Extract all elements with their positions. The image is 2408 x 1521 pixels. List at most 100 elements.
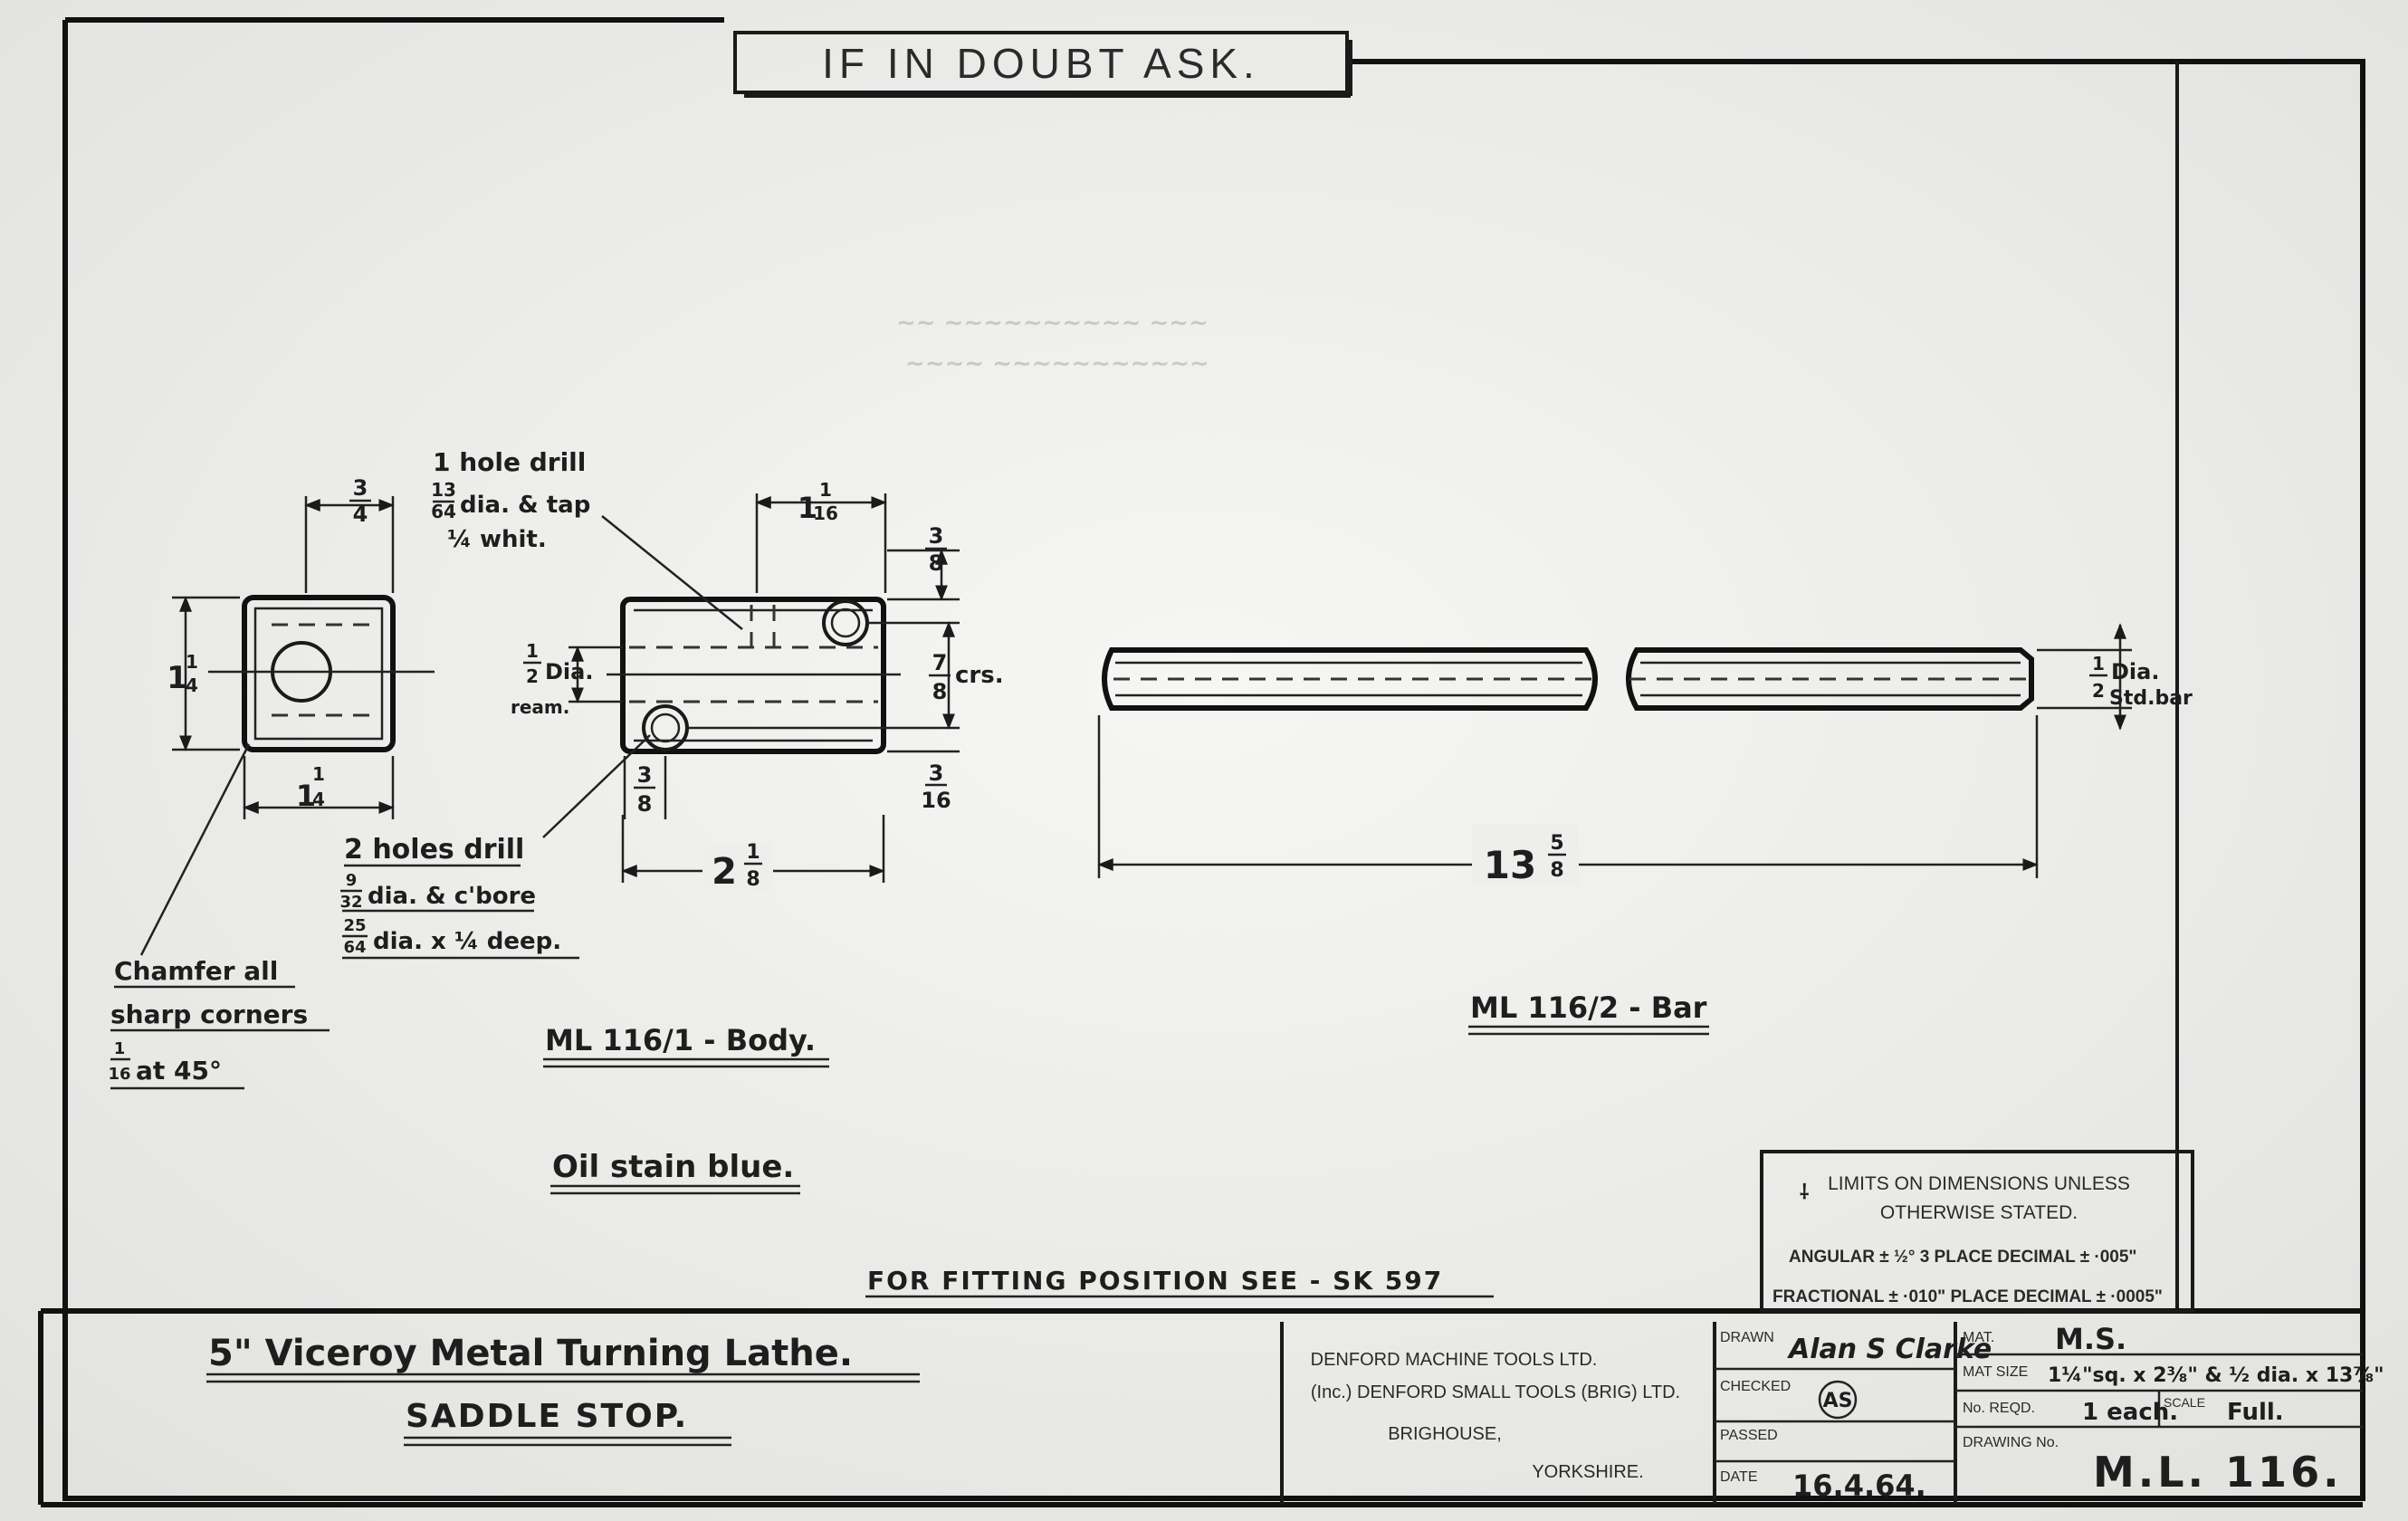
two-holes-den2: 64 bbox=[343, 938, 366, 957]
body-view: 1 1 16 3 8 7 8 crs. 3 16 1 2 Dia. ream. bbox=[511, 479, 1004, 893]
drawing-title: 5" Viceroy Metal Turning Lathe. bbox=[208, 1333, 853, 1374]
drawing-no-label: DRAWING No. bbox=[1963, 1435, 2059, 1450]
two-holes-num1: 9 bbox=[346, 871, 358, 890]
end-dim-left-whole: 1 bbox=[167, 660, 188, 696]
scale-label: SCALE bbox=[2164, 1395, 2205, 1410]
body-dim-top-whole: 1 bbox=[798, 491, 817, 525]
label-body: ML 116/1 - Body. bbox=[545, 1023, 816, 1057]
body-dim-right-top-num: 3 bbox=[929, 523, 944, 549]
svg-text:~~~~ ~~~~~~~~~~~: ~~~~ ~~~~~~~~~~~ bbox=[905, 350, 1209, 378]
body-dim-centres-den: 8 bbox=[932, 679, 948, 704]
checked-value: AS bbox=[1823, 1390, 1853, 1412]
end-view: 3 4 1 1 4 1 1 4 bbox=[139, 475, 435, 956]
two-holes-line2: dia. & c'bore bbox=[368, 883, 536, 910]
body-dim-centres-num: 7 bbox=[932, 650, 948, 675]
end-dim-top-den: 4 bbox=[353, 502, 368, 527]
chamfer-line3: at 45° bbox=[136, 1056, 222, 1086]
bar-dim-length-whole: 13 bbox=[1484, 843, 1536, 887]
limits-box: ⸸ LIMITS ON DIMENSIONS UNLESS OTHERWISE … bbox=[1760, 1150, 2194, 1313]
svg-text:~~ ~~~~~~~~~~ ~~~: ~~ ~~~~~~~~~~ ~~~ bbox=[896, 310, 1209, 337]
hole-drill-line1: 1 hole drill bbox=[433, 447, 586, 477]
limits-fractional: FRACTIONAL ± ·010" PLACE DECIMAL ± ·0005… bbox=[1773, 1287, 2163, 1306]
oil-stain: Oil stain blue. bbox=[552, 1149, 794, 1185]
two-holes-den1: 32 bbox=[339, 893, 362, 912]
mat-size-label: MAT SIZE bbox=[1963, 1364, 2028, 1380]
drawn-value: Alan S Clarke bbox=[1787, 1334, 1992, 1365]
two-holes-line1: 2 holes drill bbox=[344, 834, 524, 866]
company-line-3: BRIGHOUSE, bbox=[1388, 1424, 1502, 1444]
body-dim-bottom-left-den: 8 bbox=[637, 791, 653, 817]
body-dim-left-num: 1 bbox=[526, 640, 539, 662]
company-line-4: YORKSHIRE. bbox=[1532, 1462, 1643, 1482]
end-dim-top-num: 3 bbox=[353, 475, 368, 501]
body-dim-top-den: 16 bbox=[813, 502, 838, 524]
mat-size-value: 1¼"sq. x 2⅜" & ½ dia. x 13⅞" bbox=[2048, 1364, 2384, 1387]
no-reqd-value: 1 each. bbox=[2082, 1399, 2178, 1426]
limits-heading-2: OTHERWISE STATED. bbox=[1880, 1202, 2078, 1223]
bar-dim-dia-den: 2 bbox=[2092, 680, 2105, 702]
note-two-holes: 2 holes drill 9 32 dia. & c'bore 25 64 d… bbox=[339, 834, 579, 960]
body-dim-top-num: 1 bbox=[819, 479, 832, 501]
end-dim-bottom-num: 1 bbox=[312, 763, 325, 785]
bar-dim-dia-text-2: Std.bar bbox=[2109, 687, 2193, 710]
limits-angular: ANGULAR ± ½° 3 PLACE DECIMAL ± ·005" bbox=[1789, 1248, 2136, 1267]
note-hole-drill: 1 hole drill 13 64 dia. & tap ¼ whit. bbox=[431, 447, 590, 553]
scale-value: Full. bbox=[2227, 1399, 2284, 1426]
chamfer-den: 16 bbox=[108, 1065, 130, 1084]
date-label: DATE bbox=[1720, 1469, 1757, 1485]
company-line-1: DENFORD MACHINE TOOLS LTD. bbox=[1311, 1350, 1598, 1370]
label-bar: ML 116/2 - Bar bbox=[1470, 990, 1707, 1025]
notice-box: IF IN DOUBT ASK. bbox=[733, 31, 1352, 98]
drawing-border bbox=[38, 17, 2365, 1507]
drawing-subtitle: SADDLE STOP. bbox=[406, 1398, 688, 1435]
body-dim-right-bottom-num: 3 bbox=[929, 760, 944, 786]
end-dim-bottom-den: 4 bbox=[312, 789, 325, 810]
chamfer-line2: sharp corners bbox=[110, 1000, 308, 1029]
chamfer-line1: Chamfer all bbox=[114, 956, 278, 986]
fitting-position: FOR FITTING POSITION SEE - SK 597 bbox=[867, 1266, 1443, 1296]
body-dim-left-text-2: ream. bbox=[511, 696, 569, 718]
passed-label: PASSED bbox=[1720, 1428, 1778, 1443]
notice-text: IF IN DOUBT ASK. bbox=[822, 40, 1260, 87]
hole-drill-line3: ¼ whit. bbox=[447, 526, 547, 553]
end-dim-left-den: 4 bbox=[186, 674, 198, 696]
chamfer-num: 1 bbox=[114, 1039, 126, 1058]
bar-dim-length-num: 5 bbox=[1550, 832, 1563, 855]
ghost-marks: ~~ ~~~~~~~~~~ ~~~ ~~~~ ~~~~~~~~~~~ bbox=[896, 310, 1209, 378]
hole-drill-line2: dia. & tap bbox=[460, 492, 590, 519]
mat-value: M.S. bbox=[2055, 1322, 2126, 1356]
two-holes-line3: dia. x ¼ deep. bbox=[373, 928, 561, 955]
no-reqd-label: No. REQD. bbox=[1963, 1401, 2035, 1416]
checked-label: CHECKED bbox=[1720, 1379, 1791, 1394]
bar-view: 1 2 Dia. Std.bar 13 5 8 bbox=[1097, 623, 2193, 887]
body-dim-length-num: 1 bbox=[746, 841, 760, 864]
mat-label: MAT. bbox=[1963, 1330, 1994, 1345]
body-dim-right-bottom-den: 16 bbox=[921, 788, 951, 813]
body-dim-length-den: 8 bbox=[746, 868, 760, 891]
body-dim-centres-suffix: crs. bbox=[955, 662, 1004, 689]
svg-text:⸸: ⸸ bbox=[1800, 1181, 1809, 1204]
note-chamfer: Chamfer all sharp corners 1 16 at 45° bbox=[108, 956, 330, 1090]
date-value: 16.4.64. bbox=[1792, 1468, 1926, 1503]
limits-heading-1: LIMITS ON DIMENSIONS UNLESS bbox=[1828, 1173, 2130, 1194]
end-dim-left-num: 1 bbox=[186, 651, 198, 673]
body-dim-left-den: 2 bbox=[526, 665, 539, 687]
company-line-2: (Inc.) DENFORD SMALL TOOLS (BRIG) LTD. bbox=[1311, 1382, 1680, 1402]
drawing-no-value: M.L. 116. bbox=[2093, 1448, 2343, 1497]
body-dim-length-whole: 2 bbox=[712, 851, 737, 893]
two-holes-num2: 25 bbox=[343, 916, 366, 935]
drawn-label: DRAWN bbox=[1720, 1330, 1774, 1345]
hole-drill-num: 13 bbox=[431, 479, 456, 501]
title-block: 5" Viceroy Metal Turning Lathe. SADDLE S… bbox=[206, 1322, 2384, 1505]
bar-dim-dia-text-1: Dia. bbox=[2111, 659, 2159, 684]
body-dim-right-top-den: 8 bbox=[929, 550, 944, 576]
body-dim-left-text-1: Dia. bbox=[545, 659, 593, 684]
part-labels: ML 116/1 - Body. ML 116/2 - Bar Oil stai… bbox=[543, 990, 1709, 1298]
end-dim-bottom-whole: 1 bbox=[296, 779, 316, 813]
body-dim-bottom-left-num: 3 bbox=[637, 762, 653, 788]
bar-dim-length-den: 8 bbox=[1550, 859, 1563, 882]
bar-dim-dia-num: 1 bbox=[2092, 653, 2105, 674]
hole-drill-den: 64 bbox=[431, 501, 456, 522]
